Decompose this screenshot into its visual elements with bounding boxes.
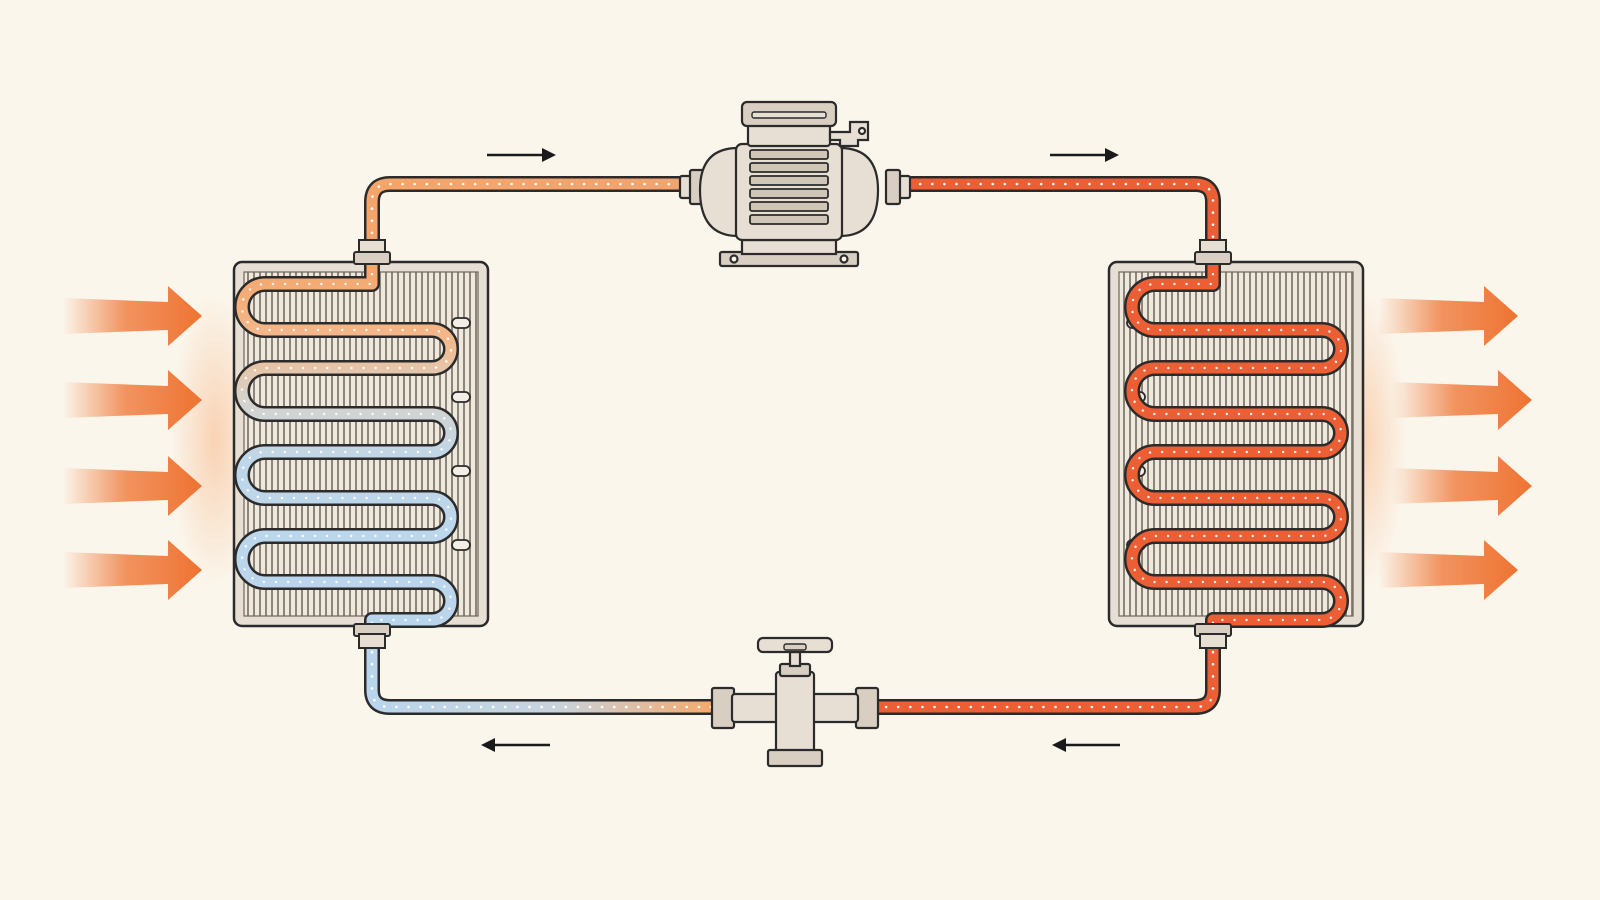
expansion-valve [710,636,880,768]
pipe-bottom-left [364,632,720,715]
flow-arrow-top-right [1050,148,1119,162]
condenser-bottom-fitting [1194,623,1232,649]
evaporator-top-fitting [353,239,391,265]
air-outlet-arrows [1378,286,1532,600]
air-outlet-arrow-icon [1378,286,1518,346]
flow-arrow-top-left [487,148,556,162]
flow-arrow-bottom-left [481,738,550,752]
air-inlet-arrow-icon [62,286,202,346]
condenser-coil [1107,260,1365,628]
air-inlet-arrow-icon [62,540,202,600]
air-inlet-arrow-icon [62,370,202,430]
air-outlet-arrow-icon [1392,370,1532,430]
air-inlet-arrows [62,286,202,600]
evaporator-coil [232,260,490,628]
air-outlet-arrow-icon [1378,540,1518,600]
compressor [678,100,912,268]
pipe-top-left [364,176,690,253]
condenser-top-fitting [1194,239,1232,265]
pipe-bottom-right [870,632,1221,715]
air-outlet-arrow-icon [1392,456,1532,516]
air-inlet-arrow-icon [62,456,202,516]
pipe-top-right [900,176,1221,253]
evaporator-bottom-fitting [353,623,391,649]
flow-arrow-bottom-right [1052,738,1120,752]
